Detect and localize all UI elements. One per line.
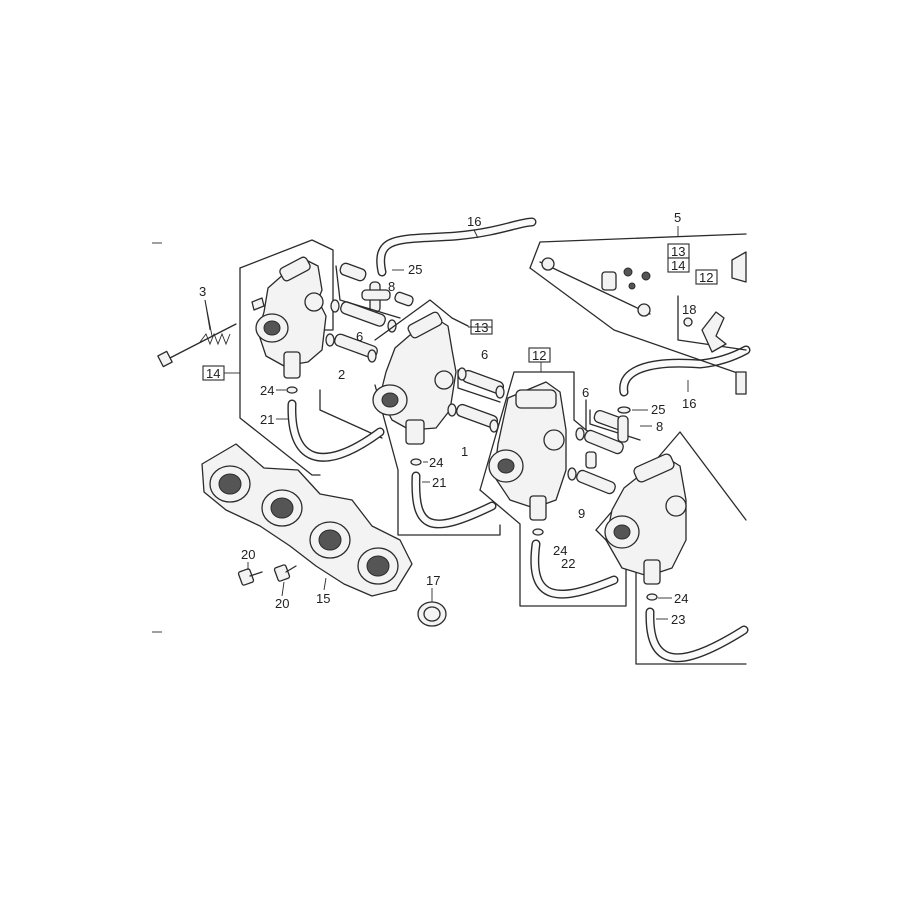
label-24d: 24 xyxy=(674,591,688,606)
label-6c: 6 xyxy=(582,385,589,400)
label-16a: 16 xyxy=(467,214,481,229)
hose-band-17 xyxy=(417,601,447,627)
group-outline-1c xyxy=(319,389,383,439)
joint-pipe-6a xyxy=(340,301,386,327)
drain-hose-21-b xyxy=(411,471,497,529)
group-outline-3a xyxy=(479,371,587,491)
link-arm-12 xyxy=(701,311,727,353)
washer-24-a xyxy=(286,386,298,394)
label-14b: 14 xyxy=(671,258,685,273)
bolts-20 xyxy=(237,564,297,586)
carb-side-port-1 xyxy=(304,292,324,312)
label-8b: 8 xyxy=(656,419,663,434)
label-3: 3 xyxy=(199,284,206,299)
washer-24-c xyxy=(532,528,544,536)
carb-nipple-1 xyxy=(251,297,265,311)
fuel-joint-parts-a xyxy=(325,262,414,363)
label-20a: 20 xyxy=(241,547,255,562)
joint-pipe-2 xyxy=(334,333,378,359)
clip-25b xyxy=(617,406,631,414)
label-24b: 24 xyxy=(429,455,443,470)
label-24c: 24 xyxy=(553,543,567,558)
label-2: 2 xyxy=(338,367,345,382)
label-6a: 6 xyxy=(356,329,363,344)
label-16b: 16 xyxy=(682,396,696,411)
label-8a: 8 xyxy=(388,279,395,294)
label-14a: 14 xyxy=(206,366,220,381)
label-13b: 13 xyxy=(671,244,685,259)
tee-fitting-8b xyxy=(617,415,629,443)
group-outline-1b xyxy=(239,267,321,476)
label-20b: 20 xyxy=(275,596,289,611)
group-outline-5b xyxy=(529,267,747,377)
carburetor-assembly-3 xyxy=(479,371,627,607)
float-bowl-2 xyxy=(405,419,425,445)
float-bowl-1 xyxy=(283,351,301,379)
group-outline-1a xyxy=(239,239,334,331)
carb-top-cover-1 xyxy=(279,256,311,282)
group-outline-2b xyxy=(374,384,501,536)
fuel-hose-16-right xyxy=(619,345,751,397)
group-outline-5a xyxy=(529,233,747,269)
washer-24-b xyxy=(410,458,422,466)
label-1: 1 xyxy=(461,444,468,459)
joint-pipe-6c xyxy=(584,429,624,455)
label-9: 9 xyxy=(578,506,585,521)
label-13a: 13 xyxy=(474,320,488,335)
label-5: 5 xyxy=(674,210,681,225)
float-bowl-4 xyxy=(643,559,661,585)
label-21a: 21 xyxy=(260,412,274,427)
group-outline-2a xyxy=(374,299,469,341)
carb-throat-inner-1 xyxy=(263,320,281,336)
leader-lines xyxy=(204,226,689,620)
label-24a: 24 xyxy=(260,383,274,398)
label-15: 15 xyxy=(316,591,330,606)
screw-head xyxy=(157,350,173,368)
washer-24-d xyxy=(646,593,658,601)
link-shaft xyxy=(539,261,651,315)
bolt-20b xyxy=(273,564,291,582)
float-bowl-3 xyxy=(529,495,547,521)
fuel-joint-parts-c xyxy=(567,399,624,495)
carburetor-assembly-4 xyxy=(595,431,749,665)
group-outline-3b xyxy=(479,489,627,607)
label-21b: 21 xyxy=(432,475,446,490)
joint-pipe-9 xyxy=(576,469,616,495)
screw-18 xyxy=(683,317,693,327)
label-23: 23 xyxy=(671,612,685,627)
label-18: 18 xyxy=(682,302,696,317)
label-17: 17 xyxy=(426,573,440,588)
carburetor-assembly-1 xyxy=(239,239,385,476)
fuel-joint-parts-b xyxy=(447,367,505,433)
carburetor-insulator-15 xyxy=(201,443,413,597)
joint-pipe-8a xyxy=(339,262,367,282)
throttle-link-shaft-group xyxy=(529,233,747,395)
screw-shaft xyxy=(165,323,237,361)
carb-top-cover-4 xyxy=(633,453,675,483)
bolt-20a xyxy=(237,568,255,586)
label-12a: 12 xyxy=(532,348,546,363)
label-22: 22 xyxy=(561,556,575,571)
label-25b: 25 xyxy=(651,402,665,417)
screw-spring xyxy=(199,332,231,346)
label-25a: 25 xyxy=(408,262,422,277)
carb-top-cover-2 xyxy=(407,311,443,339)
label-12b: 12 xyxy=(699,270,713,285)
fuel-joint-parts-d xyxy=(589,406,641,443)
pilot-screw-3 xyxy=(157,299,237,368)
carb-top-cover-3 xyxy=(515,389,557,409)
fuel-hose-16-top xyxy=(376,217,537,277)
link-bracket-crop xyxy=(731,251,747,283)
label-6b: 6 xyxy=(481,347,488,362)
carburetor-assembly-2 xyxy=(372,299,501,536)
